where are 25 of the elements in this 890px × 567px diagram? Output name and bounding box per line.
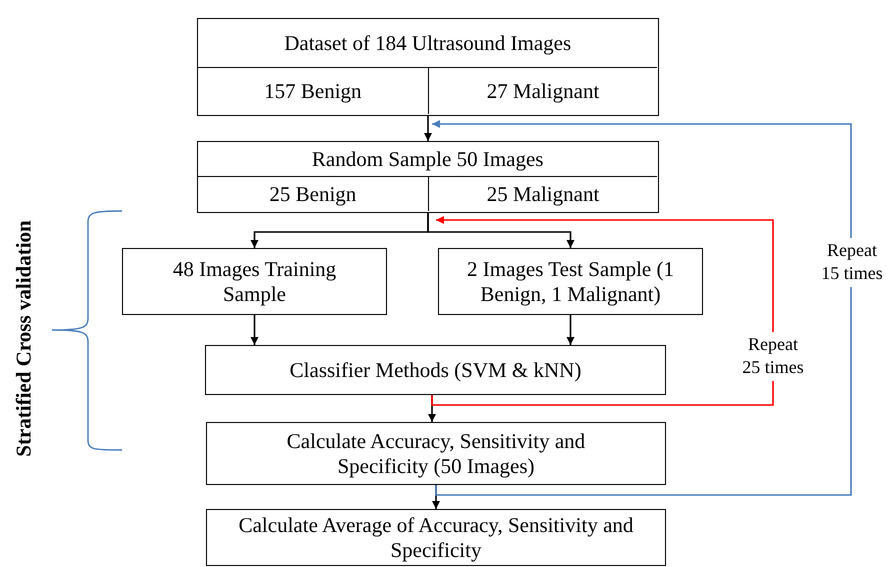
process-box (438, 248, 703, 315)
arrow (427, 213, 574, 248)
arrow (250, 315, 258, 345)
node-text: 2 Images Test Sample (1 Benign, 1 Malignant) (466, 257, 675, 306)
table-cell: 27 Malignant (428, 68, 658, 114)
table-box (197, 18, 659, 116)
table-box (197, 141, 659, 213)
node-text: Calculate Average of Accuracy, Sensitivity and Specificity (238, 513, 634, 562)
arrow (566, 315, 574, 345)
process-box (122, 248, 387, 315)
loop-arrow (432, 120, 852, 496)
table-header: Dataset of 184 Ultrasound Images (198, 19, 658, 68)
process-box (206, 509, 666, 566)
node-text: 48 Images Training Sample (172, 257, 338, 306)
arrow (424, 116, 432, 141)
table-cell-text: 157 Benign (263, 78, 363, 106)
side-label: Stratified Cross validation (12, 220, 37, 456)
process-box (206, 422, 666, 485)
loop-arrow (431, 216, 774, 406)
node-text: Calculate Accuracy, Sensitivity and Specificity (50 Images) (286, 429, 586, 478)
table-header: Random Sample 50 Images (198, 142, 658, 177)
table-cell-text: 25 Benign (268, 181, 358, 208)
table-cell: 25 Malignant (428, 177, 658, 212)
process-box (205, 345, 666, 395)
node-text: Classifier Methods (SVM & kNN) (290, 358, 582, 382)
